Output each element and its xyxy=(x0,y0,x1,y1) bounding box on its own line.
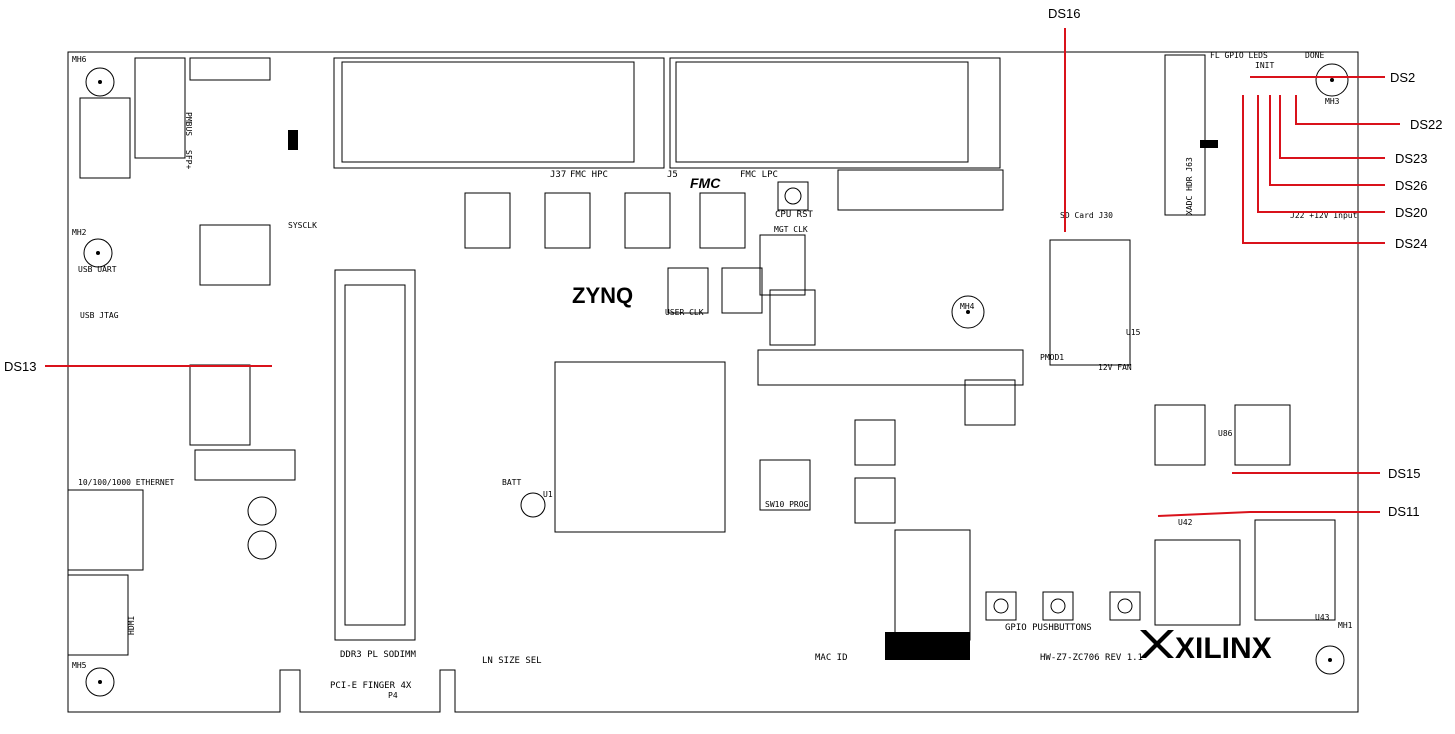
pmbus-label: PMBUS xyxy=(184,112,193,136)
u86-label: U86 xyxy=(1218,429,1233,438)
pmod1-label: PMOD1 xyxy=(1040,353,1064,362)
init-label: INIT xyxy=(1255,61,1274,70)
hdmi-connector xyxy=(67,574,129,656)
mh5-label: MH5 xyxy=(72,661,87,670)
fan-label: 12V FAN xyxy=(1098,363,1132,372)
callout-ds11: DS11 xyxy=(1388,504,1420,519)
mgt-clk-label: MGT CLK xyxy=(774,225,808,234)
done-label: DONE xyxy=(1305,51,1324,60)
callout-ds24: DS24 xyxy=(1395,236,1428,251)
mounting-holes xyxy=(83,63,1349,697)
hdmi-label: HDMI xyxy=(127,616,136,635)
ln-size-sel-label: LN SIZE SEL xyxy=(482,656,542,666)
fmc-hpc-connector xyxy=(333,57,665,169)
u1-label: U1 xyxy=(543,490,553,499)
fl-gpio-leds-label: FL GPIO LEDS xyxy=(1210,51,1268,60)
gpio-pushbuttons-label: GPIO PUSHBUTTONS xyxy=(1005,623,1092,633)
sfp-label: SFP+ xyxy=(184,150,193,169)
board-outline xyxy=(67,51,1359,713)
sysclk-label: SYSCLK xyxy=(288,221,317,230)
fmc-logo: FMC xyxy=(690,175,721,191)
callout-ds15: DS15 xyxy=(1388,466,1421,481)
p4-label: P4 xyxy=(388,691,398,700)
xadc-header xyxy=(1164,54,1206,216)
mac-id-label: MAC ID xyxy=(815,653,848,663)
zynq-logo: ZYNQ xyxy=(572,283,633,308)
usb-uart-label: USB UART xyxy=(78,265,117,274)
mh4-label: MH4 xyxy=(960,302,975,311)
fmc-lpc-label: FMC LPC xyxy=(740,170,778,180)
callout-ds16: DS16 xyxy=(1048,6,1081,21)
xilinx-logo: XILINX xyxy=(1140,630,1272,665)
sodimm-slot xyxy=(334,269,416,641)
mh3-label: MH3 xyxy=(1325,97,1340,106)
pushbuttons xyxy=(247,181,1141,621)
callout-ds22: DS22 xyxy=(1410,117,1443,132)
mh1-label: MH1 xyxy=(1338,621,1353,630)
fmc-hpc-label: FMC HPC xyxy=(570,170,608,180)
callout-ds23: DS23 xyxy=(1395,151,1428,166)
u43-label: U43 xyxy=(1315,613,1330,622)
batt-label: BATT xyxy=(502,478,521,487)
callout-ds20: DS20 xyxy=(1395,205,1428,220)
zynq-soc xyxy=(554,361,726,533)
sfp-cage xyxy=(134,57,186,159)
callout-lines xyxy=(45,28,1400,517)
ddr3-label: DDR3 PL SODIMM xyxy=(340,650,416,660)
cpu-rst-label: CPU RST xyxy=(775,210,814,220)
sd-card-label: SD Card J30 xyxy=(1060,211,1113,220)
callout-ds2: DS2 xyxy=(1390,70,1415,85)
usb-jtag-label: USB JTAG xyxy=(80,311,119,320)
svg-text:XILINX: XILINX xyxy=(1175,632,1272,665)
j37-label: J37 xyxy=(550,170,566,180)
mac-id-label-area xyxy=(885,632,970,660)
xadc-label: XADC HDR J63 xyxy=(1185,157,1194,215)
ethernet-label: 10/100/1000 ETHERNET xyxy=(78,478,175,487)
u15-label: U15 xyxy=(1126,328,1141,337)
input-12v-label: J22 +12V Input xyxy=(1290,211,1358,220)
ethernet-jack xyxy=(67,489,144,571)
j5-label: J5 xyxy=(667,170,678,180)
mh2-label: MH2 xyxy=(72,228,87,237)
u42-label: U42 xyxy=(1178,518,1193,527)
revision-label: HW-Z7-ZC706 REV 1.1 xyxy=(1040,653,1143,663)
user-clk-label: USER CLK xyxy=(665,308,704,317)
callout-ds13: DS13 xyxy=(4,359,37,374)
pcie-label: PCI-E FINGER 4X xyxy=(330,681,412,691)
fmc-lpc-connector xyxy=(669,57,1001,169)
callout-ds26: DS26 xyxy=(1395,178,1428,193)
sw10-prog-label: SW10 PROG xyxy=(765,500,809,509)
mh6-label: MH6 xyxy=(72,55,87,64)
